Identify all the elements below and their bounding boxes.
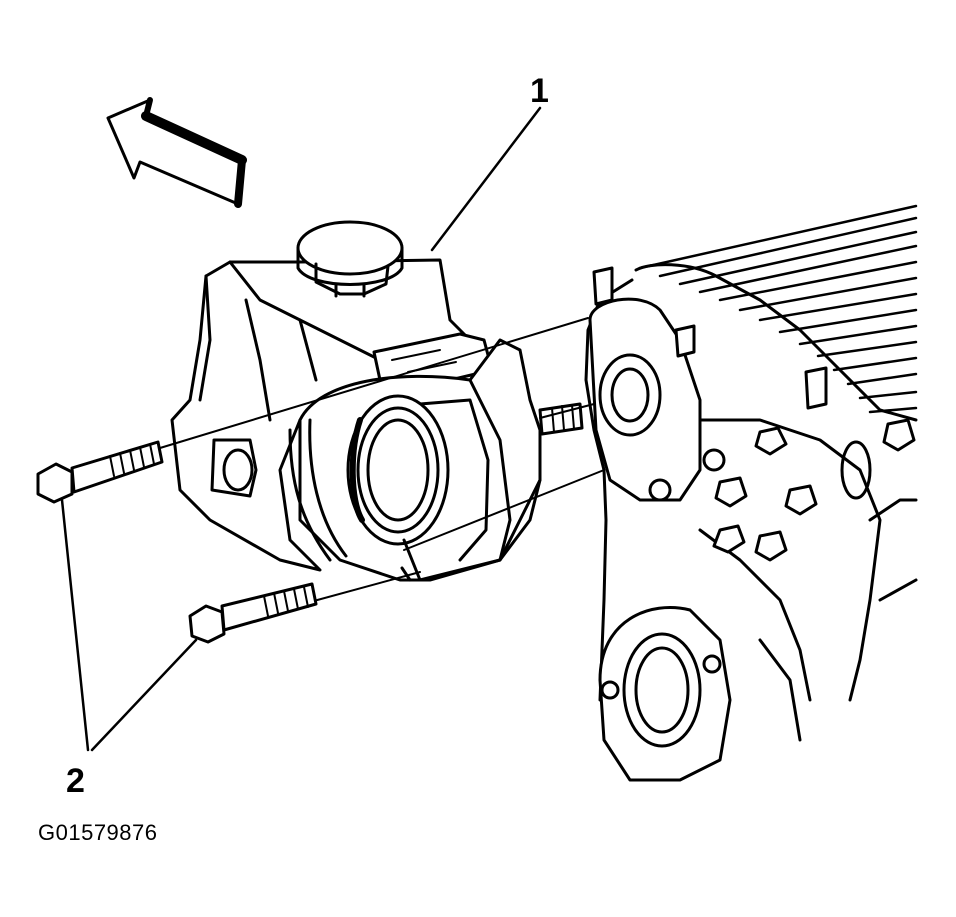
reservoir-cap [296,220,404,298]
mounting-bolt-upper [36,440,164,504]
callout-2-leaders [60,498,198,752]
engine-bracket [584,204,918,782]
figure-id: G01579876 [38,820,158,845]
engine-fins [638,204,918,414]
callout-label-2: 2 [66,762,85,800]
callout-label-1: 1 [530,72,549,110]
callout-1-leader [430,106,542,252]
front-direction-arrow-icon [106,97,247,208]
power-steering-pump [159,220,605,603]
pump-pulley-flange [346,394,450,546]
mounting-bolt-lower [188,582,318,644]
pump-shaft-stud [538,402,584,436]
